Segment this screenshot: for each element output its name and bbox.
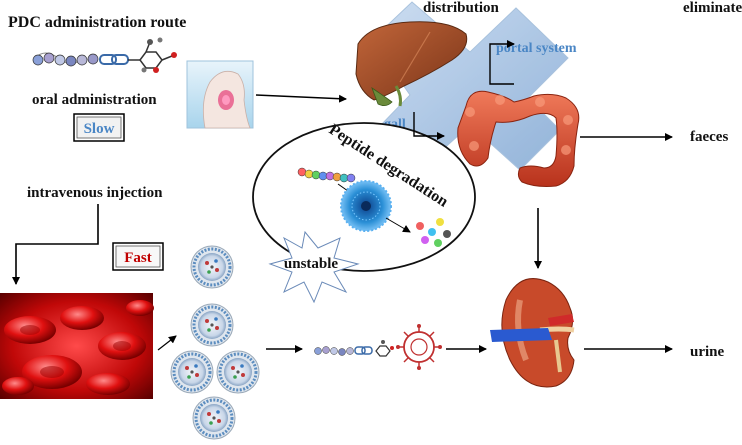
micelle-icon-5 — [191, 395, 237, 441]
degradation-arrow-2 — [385, 217, 411, 233]
arrow-intravenous-to-blood — [12, 204, 99, 285]
arrow-gall-to-colon — [413, 112, 445, 140]
unstable-label: unstable — [284, 256, 339, 272]
peptide-chain-bottom-icon — [314, 340, 394, 357]
distribution-label: distribution — [423, 0, 500, 16]
liver-icon — [355, 21, 468, 107]
kidney-icon — [490, 278, 575, 388]
colon-icon — [457, 90, 580, 187]
arrow-blood-to-micelles — [157, 335, 177, 351]
blood-cells-icon — [0, 293, 154, 399]
fast-label: Fast — [124, 250, 152, 266]
throat-icon — [186, 60, 254, 129]
portal-system-label: portal system — [496, 41, 577, 56]
micelle-icon-2 — [189, 302, 235, 348]
urine-label: urine — [690, 344, 725, 360]
micelle-icon-4 — [215, 349, 261, 395]
title-label: PDC administration route — [8, 14, 186, 31]
slow-box: Slow — [73, 113, 125, 142]
peptide-chain-small-icon — [297, 167, 356, 183]
micelle-icon-1 — [189, 244, 235, 290]
intravenous-injection-label: intravenous injection — [27, 185, 163, 201]
faeces-label: faeces — [690, 129, 728, 145]
slow-label: Slow — [84, 121, 115, 137]
oral-administration-label: oral administration — [32, 92, 157, 108]
arrow-throat-to-liver — [255, 94, 347, 103]
eliminate-label: eliminate — [683, 0, 742, 16]
peptide-fragments-icon — [416, 218, 451, 247]
nanoparticle-icon — [340, 180, 392, 232]
virus-icon — [396, 324, 442, 370]
fast-box: Fast — [112, 242, 164, 271]
peptide-chain-icon — [32, 37, 177, 73]
arrow-portal-return — [489, 40, 515, 85]
micelle-icon-3 — [169, 349, 215, 395]
unstable-burst: unstable — [268, 230, 360, 304]
